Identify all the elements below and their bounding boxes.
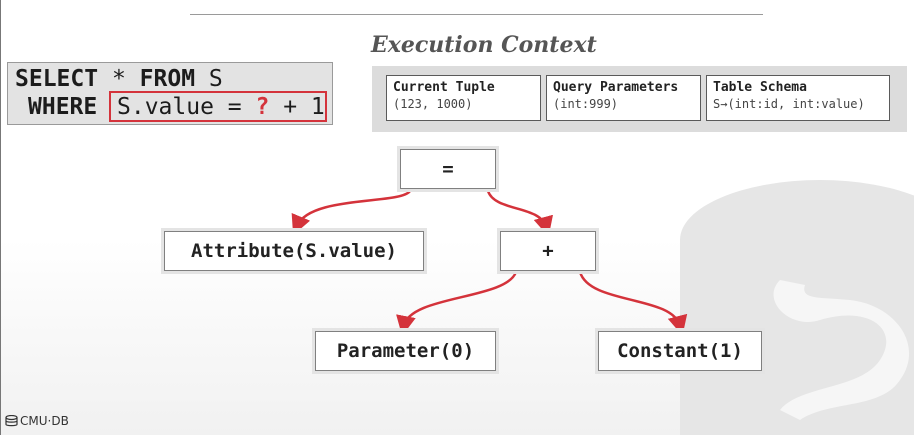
context-card-value: (123, 1000) xyxy=(393,97,473,111)
sql-query-box: SELECT * FROM S WHERE S.value = ? + 1 xyxy=(7,62,333,125)
predicate-rhs: + 1 xyxy=(269,94,325,120)
edge-plus-to-constant xyxy=(578,271,688,336)
context-card-query-parameters: Query Parameters (int:999) xyxy=(546,75,701,121)
footer-label: CMU·DB xyxy=(20,414,69,428)
keyword-where: WHERE xyxy=(28,94,98,120)
keyword-select: SELECT xyxy=(15,66,99,92)
tree-node-constant: Constant(1) xyxy=(598,331,762,371)
execution-context-panel: Current Tuple (123, 1000) Query Paramete… xyxy=(372,66,907,132)
predicate-highlight: S.value = ? + 1 xyxy=(109,91,327,122)
edge-plus-to-parameter xyxy=(396,271,518,336)
title-rule xyxy=(190,14,763,15)
context-card-heading: Query Parameters xyxy=(553,80,679,95)
context-card-heading: Table Schema xyxy=(713,80,807,95)
context-card-table-schema: Table Schema S→(int:id, int:value) xyxy=(706,75,890,121)
footer-logo: CMU·DB xyxy=(5,414,69,428)
select-star: * xyxy=(111,66,126,92)
tree-node-parameter: Parameter(0) xyxy=(315,331,496,371)
context-card-heading: Current Tuple xyxy=(393,80,495,95)
sql-line-select: SELECT * FROM S xyxy=(15,66,223,92)
sql-line-where: WHERE xyxy=(28,94,97,120)
tree-node-equals: = xyxy=(400,149,496,189)
execution-context-title: Execution Context xyxy=(371,32,597,58)
database-icon xyxy=(5,415,18,427)
left-border xyxy=(0,0,1,435)
keyword-from: FROM xyxy=(139,66,196,92)
predicate-text: S.value = ? + 1 xyxy=(117,94,325,120)
edge-root-to-plus xyxy=(486,190,553,237)
table-name: S xyxy=(208,66,223,92)
context-card-value: S→(int:id, int:value) xyxy=(713,97,865,111)
tree-node-attribute: Attribute(S.value) xyxy=(164,231,424,271)
context-card-current-tuple: Current Tuple (123, 1000) xyxy=(386,75,541,121)
edge-root-to-attribute xyxy=(291,190,412,236)
predicate-lhs: S.value = xyxy=(117,94,256,120)
tree-node-plus: + xyxy=(500,231,596,271)
context-card-value: (int:999) xyxy=(553,97,619,111)
predicate-parameter: ? xyxy=(255,94,270,120)
